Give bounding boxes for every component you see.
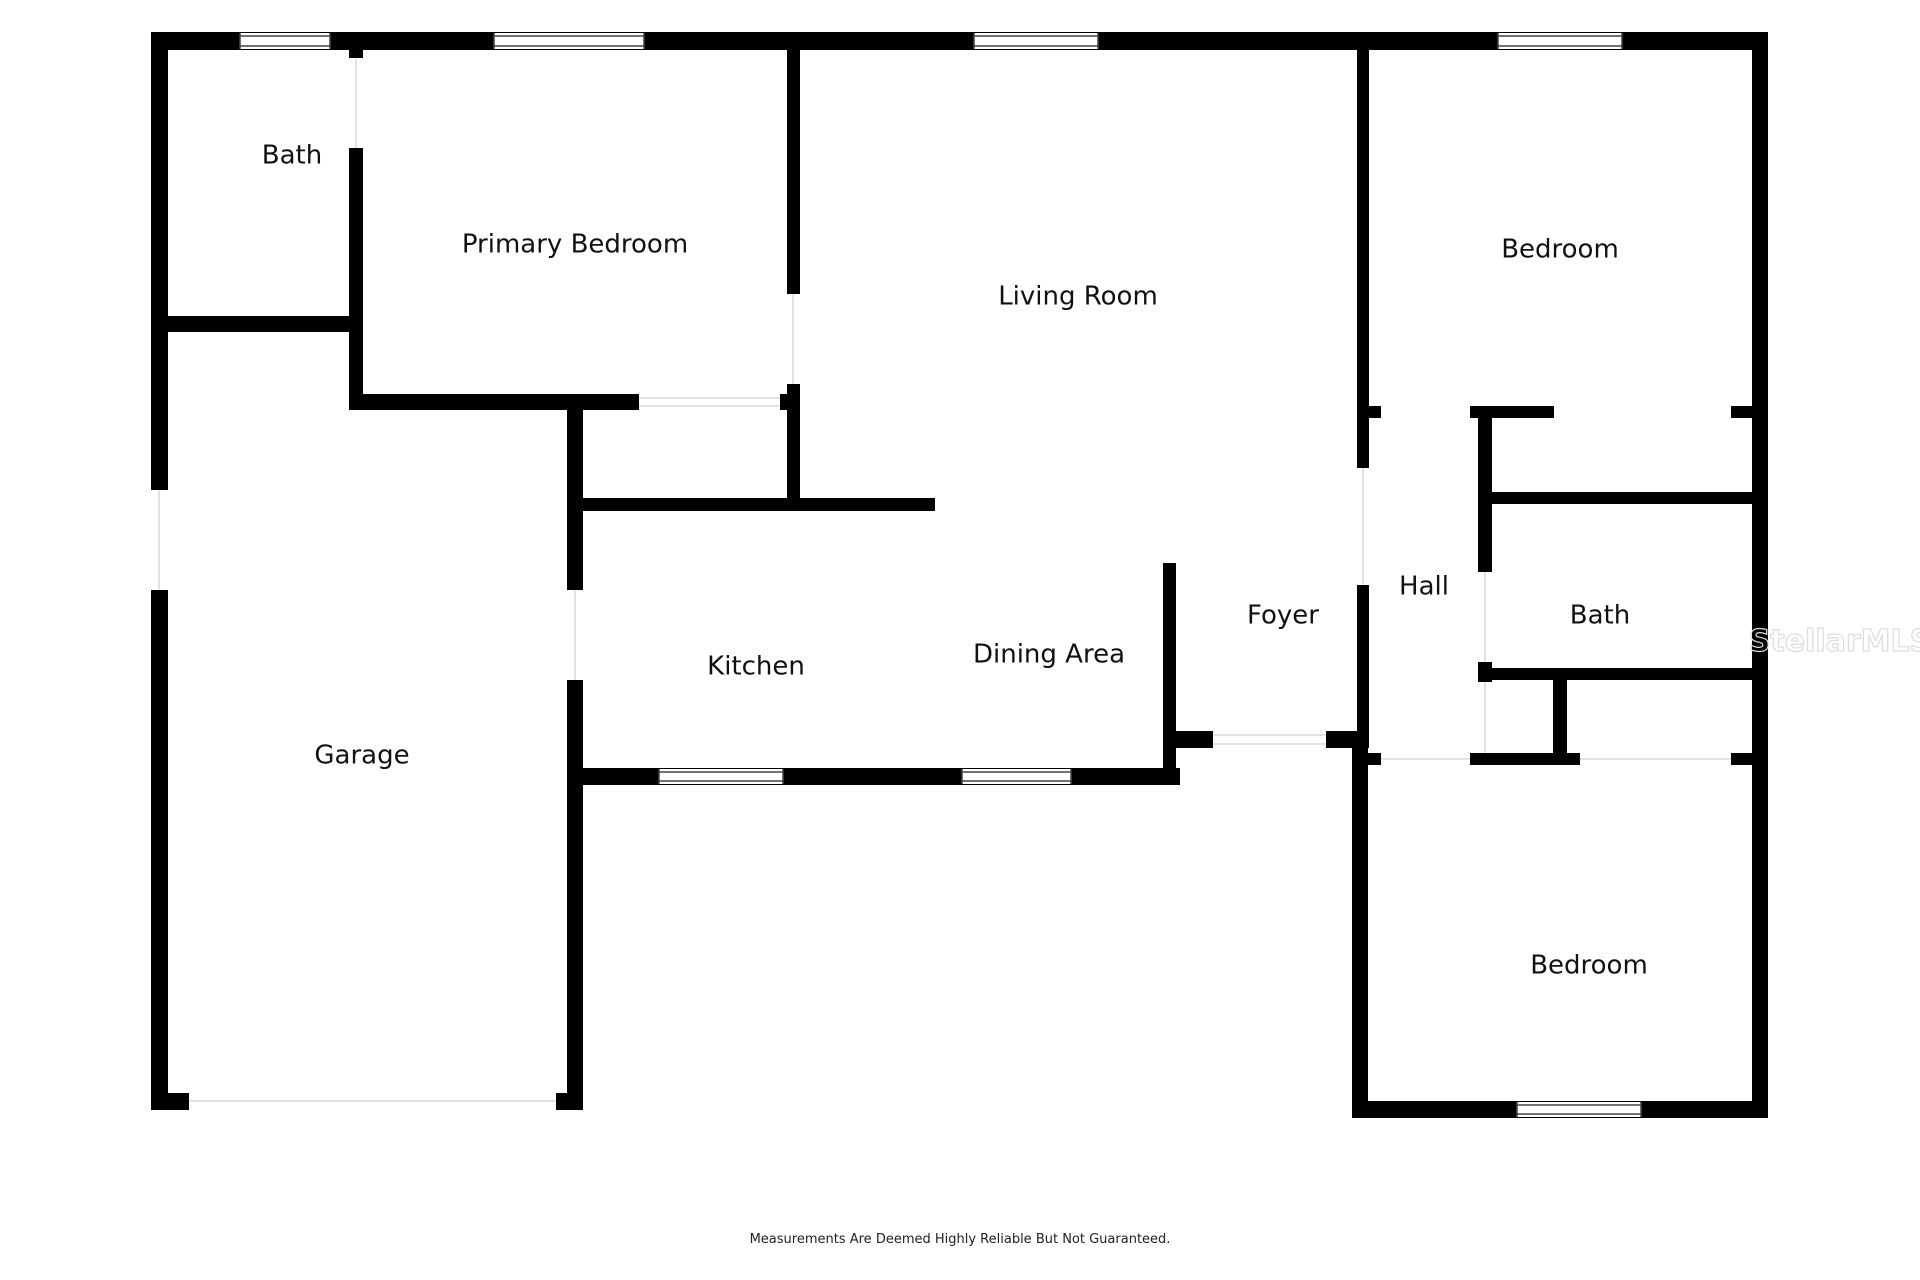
window-living-room xyxy=(973,33,1099,49)
wall-linen-bottom xyxy=(1470,753,1580,765)
wall-garage-right-upper xyxy=(567,402,583,590)
openings xyxy=(151,58,1731,1110)
wall-bedroom-south-top-right xyxy=(1731,753,1768,765)
wall-garage-bottom-left xyxy=(151,1093,189,1110)
room-label-hall: Hall xyxy=(1399,572,1449,602)
wall-hall-left-lower xyxy=(1357,585,1369,748)
room-label-living-room: Living Room xyxy=(998,282,1158,312)
wall-garage-right-lower xyxy=(567,680,583,1110)
room-label-bedroom-north: Bedroom xyxy=(1501,235,1619,265)
room-label-bedroom-south: Bedroom xyxy=(1530,951,1648,981)
room-label-bath-hall: Bath xyxy=(1570,601,1630,631)
wall-primary-bedroom-right-lower xyxy=(787,384,800,504)
window-bath-primary xyxy=(239,33,331,49)
wall-hall-stub-lower xyxy=(1357,753,1381,765)
opening-primary-bedroom-closet xyxy=(639,394,780,410)
window-bedroom-north xyxy=(1497,33,1623,49)
window-bedroom-south xyxy=(1516,1102,1642,1117)
room-label-kitchen: Kitchen xyxy=(707,652,805,682)
opening-bedroom-north-closet xyxy=(1554,406,1731,418)
room-label-foyer: Foyer xyxy=(1247,601,1319,631)
wall-dining-partition xyxy=(1163,563,1176,785)
wall-bath-primary-bottom xyxy=(151,316,363,332)
wall-right xyxy=(1752,32,1768,1118)
window-kitchen xyxy=(658,769,784,784)
wall-bath-hall-bottom xyxy=(1478,668,1768,680)
wall-bath-primary-right xyxy=(349,148,363,406)
wall-hall-stub-upper xyxy=(1357,406,1381,418)
wall-linen-right xyxy=(1553,668,1567,763)
opening-front-door xyxy=(1213,731,1326,748)
walls xyxy=(151,32,1768,1118)
wall-foyer-bottom-left xyxy=(1163,731,1213,748)
wall-left-lower xyxy=(151,590,168,1110)
watermark-logo: StellarMLS xyxy=(1749,624,1920,659)
room-label-bath-primary: Bath xyxy=(262,141,322,171)
wall-primary-bedroom-right-upper xyxy=(787,50,800,294)
wall-bath-primary-right-upper xyxy=(349,50,363,58)
wall-bath-hall-top xyxy=(1478,492,1768,504)
wall-bedroom-north-bottom-right xyxy=(1731,406,1768,418)
window-dining-area xyxy=(961,769,1072,784)
wall-closet-left xyxy=(1478,406,1492,572)
windows xyxy=(239,33,1642,1117)
wall-primary-bedroom-bottom xyxy=(349,394,639,410)
wall-left-upper xyxy=(151,32,168,490)
room-label-dining-area: Dining Area xyxy=(973,640,1125,670)
room-label-garage: Garage xyxy=(314,741,409,771)
wall-right-wing-left xyxy=(1352,740,1368,1118)
window-primary-bedroom xyxy=(493,33,645,49)
room-label-primary-bedroom: Primary Bedroom xyxy=(462,230,688,260)
wall-closet-bottom xyxy=(567,498,935,511)
wall-hall-left-upper xyxy=(1357,50,1369,468)
room-labels: Bath Primary Bedroom Living Room Bedroom… xyxy=(262,141,1648,981)
disclaimer-text: Measurements Are Deemed Highly Reliable … xyxy=(750,1232,1171,1247)
